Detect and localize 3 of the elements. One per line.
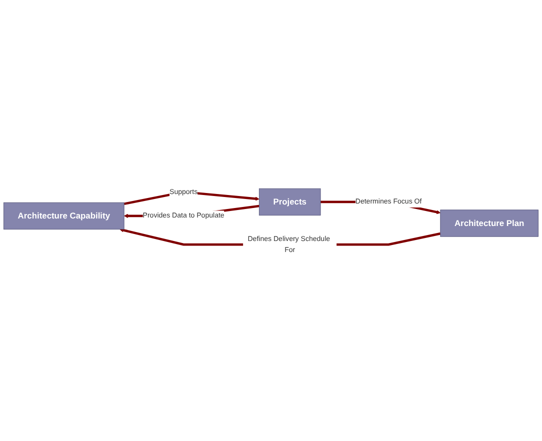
node-box: Projects: [258, 188, 321, 216]
node-box: Architecture Plan: [440, 209, 538, 236]
node-box: Architecture Capability: [4, 202, 124, 230]
